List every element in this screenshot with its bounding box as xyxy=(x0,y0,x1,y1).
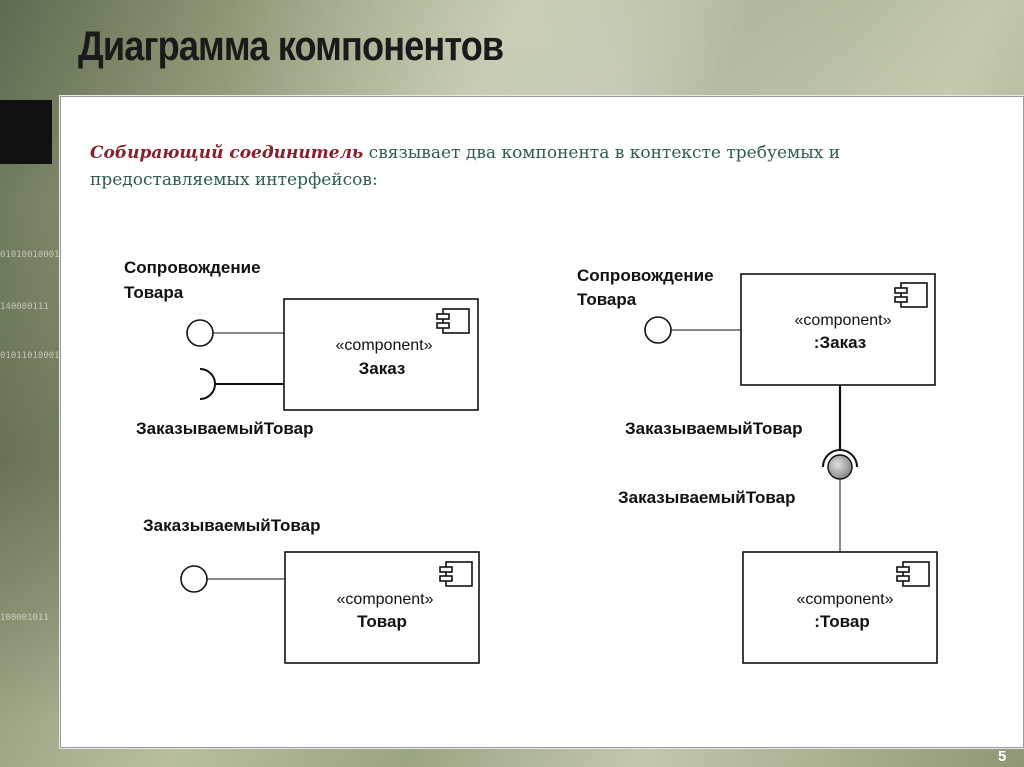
interface-label: Сопровождение xyxy=(124,258,261,277)
component-order: «component» Заказ xyxy=(283,298,479,411)
component-stereotype: «component» xyxy=(795,312,892,329)
interface-label: Сопровождение xyxy=(577,266,714,285)
component-product-instance: «component» :Товар xyxy=(742,551,938,664)
interface-label: ЗаказываемыйТовар xyxy=(143,516,320,535)
component-name: Заказ xyxy=(359,359,406,378)
intro-emphasis: Собирающий соединитель xyxy=(90,143,364,163)
component-stereotype: «component» xyxy=(337,591,434,608)
intro-text: Собирающий соединитель связывает два ком… xyxy=(90,140,970,194)
lollipop-icon xyxy=(644,316,672,344)
binary-decoration: 01010010001 xyxy=(0,250,60,260)
socket-icon xyxy=(822,449,858,468)
lollipop-icon xyxy=(180,565,208,593)
binary-decoration: 140000111 xyxy=(0,302,49,312)
component-name: Товар xyxy=(357,612,407,631)
interface-label: Товара xyxy=(124,283,184,302)
lollipop-icon xyxy=(186,319,214,347)
provided-interface xyxy=(180,565,285,593)
interface-label: ЗаказываемыйТовар xyxy=(625,419,802,438)
interface-label: ЗаказываемыйТовар xyxy=(136,419,313,438)
assembly-connector xyxy=(822,385,858,552)
component-name: :Заказ xyxy=(814,333,866,352)
provided-interface xyxy=(186,319,284,347)
binary-decoration: 100001011 xyxy=(0,613,49,623)
decorative-square xyxy=(0,100,52,164)
component-order-instance: «component» :Заказ xyxy=(740,273,936,386)
component-product: «component» Товар xyxy=(284,551,480,664)
component-name: :Товар xyxy=(814,612,869,631)
binary-decoration: 01011010001 xyxy=(0,351,60,361)
provided-interface xyxy=(644,316,741,344)
socket-icon xyxy=(199,368,216,400)
component-stereotype: «component» xyxy=(336,337,433,354)
interface-label: ЗаказываемыйТовар xyxy=(618,488,795,507)
page-number: 5 xyxy=(998,748,1007,765)
component-stereotype: «component» xyxy=(797,591,894,608)
required-interface xyxy=(199,368,284,400)
interface-label: Товара xyxy=(577,290,637,309)
intro-rest: связывает два компонента в контексте тре… xyxy=(90,143,841,190)
slide-title: Диаграмма компонентов xyxy=(78,22,504,69)
ball-icon xyxy=(827,454,853,480)
